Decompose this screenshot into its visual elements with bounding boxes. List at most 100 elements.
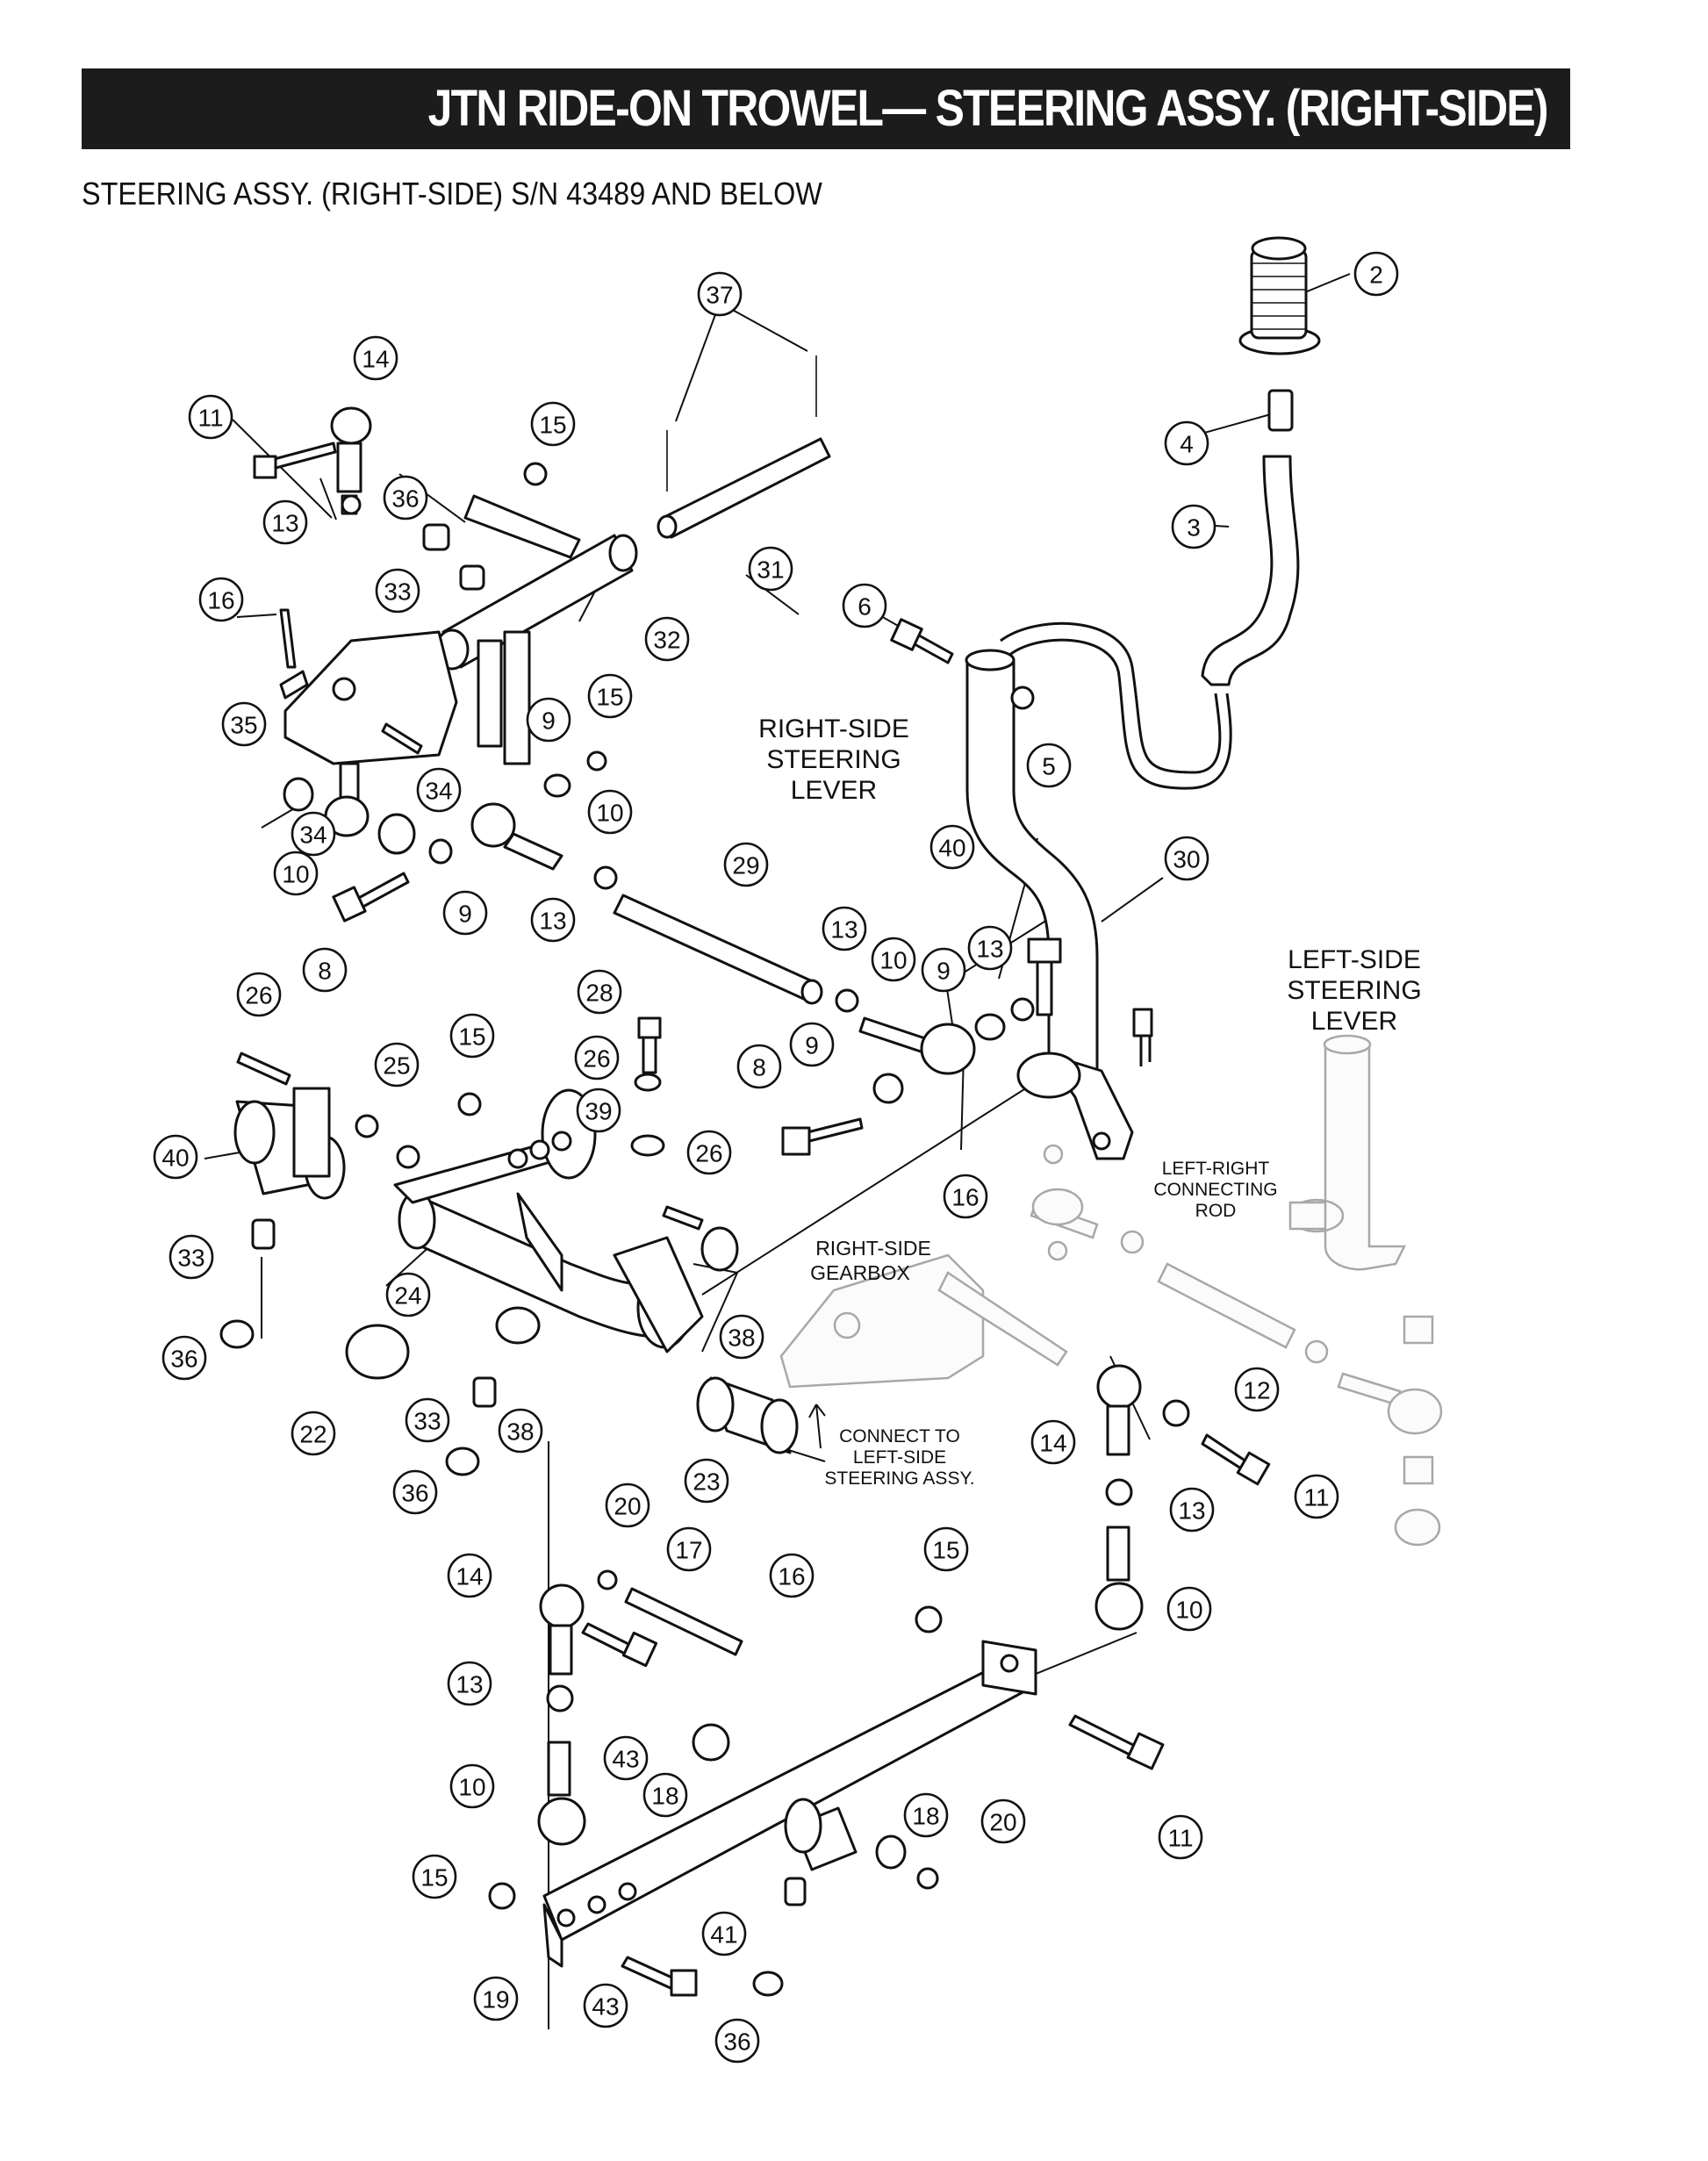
nut-15b (586, 750, 607, 772)
rod-end-10-right (858, 1016, 976, 1075)
bushing-18b (692, 1723, 730, 1762)
nut-15 (523, 462, 548, 486)
bolt-8-right (781, 1117, 864, 1156)
nut-13d (1105, 1478, 1133, 1506)
callout-label: 15 (420, 1864, 448, 1892)
washer-39 (630, 1134, 665, 1157)
callout-38: 38 (498, 1408, 543, 1454)
label-connecting-rod-2: CONNECTING (1153, 1180, 1277, 1200)
callout-15: 15 (449, 1013, 495, 1059)
callout-16: 16 (943, 1174, 988, 1219)
callout-label: 29 (732, 852, 759, 879)
rod-end-10-left (324, 762, 370, 837)
fitting-33b (251, 1218, 276, 1250)
callout-label: 40 (938, 835, 965, 862)
callout-40: 40 (153, 1134, 198, 1180)
bolt-43b (621, 1956, 698, 1997)
callout-label: 19 (482, 1986, 509, 2014)
callout-8: 8 (302, 947, 348, 993)
callout-label: 16 (951, 1184, 979, 1211)
callout-11: 11 (188, 394, 233, 440)
callout-11: 11 (1294, 1474, 1339, 1519)
callout-label: 9 (937, 958, 951, 985)
nut-25 (355, 1114, 379, 1138)
callout-13: 13 (822, 906, 867, 951)
pin-16 (279, 608, 297, 669)
bushing-18 (784, 1798, 858, 1871)
fitting-33 (459, 564, 485, 591)
pin-35 (381, 722, 423, 755)
diagram-artwork (204, 236, 1443, 2029)
callout-label: 9 (458, 901, 472, 928)
page-title: JTN RIDE-ON TROWEL— STEERING ASSY. (RIGH… (427, 80, 1549, 137)
shaft-32 (434, 494, 638, 765)
nut-25b (396, 1145, 420, 1169)
callout-13: 13 (530, 897, 576, 943)
callout-22: 22 (291, 1411, 336, 1456)
callout-label: 37 (706, 282, 733, 309)
nut-13c (1010, 997, 1035, 1022)
label-right-lever-3: LEVER (791, 776, 877, 805)
rod-end-14-upper (330, 406, 372, 515)
callout-28: 28 (577, 969, 622, 1015)
nut-15d (488, 1882, 516, 1910)
nut-15e (915, 1605, 943, 1633)
callout-label: 14 (456, 1563, 483, 1590)
callout-10: 10 (273, 851, 319, 896)
bushing-23 (696, 1376, 799, 1454)
callout-8: 8 (736, 1044, 782, 1089)
callout-36: 36 (161, 1335, 207, 1381)
callout-35: 35 (221, 701, 267, 747)
bolt-26-left (236, 1052, 291, 1086)
callout-36: 36 (392, 1469, 438, 1515)
bolt-11-lower (1068, 1714, 1165, 1770)
callout-31: 31 (748, 546, 793, 592)
callout-9: 9 (526, 697, 571, 743)
label-connecting-rod-3: ROD (1195, 1201, 1237, 1221)
callout-16: 16 (769, 1553, 815, 1598)
callout-label: 3 (1187, 514, 1201, 542)
bolt-26-right (662, 1205, 704, 1231)
spacer-9b (543, 773, 571, 798)
bolt-26-mid (637, 1016, 662, 1074)
rod-29 (613, 894, 823, 1005)
label-left-lever-3: LEVER (1311, 1007, 1397, 1036)
callout-41: 41 (701, 1911, 747, 1956)
nut-13e (546, 1684, 574, 1712)
callout-label: 11 (197, 405, 223, 432)
callout-4: 4 (1164, 420, 1209, 466)
cap-36c (752, 1971, 784, 1997)
callout-label: 10 (282, 861, 309, 888)
spacer-9c (974, 1013, 1006, 1041)
callout-13: 13 (447, 1661, 492, 1706)
callout-33: 33 (405, 1397, 450, 1443)
washer-22 (345, 1324, 410, 1380)
callout-label: 20 (989, 1809, 1016, 1836)
callout-32: 32 (644, 616, 690, 662)
callout-label: 10 (596, 800, 623, 827)
washer-12 (1162, 1399, 1190, 1427)
callout-label: 10 (879, 947, 907, 974)
bolt-11-upper (253, 442, 337, 479)
nut-13 (593, 865, 618, 890)
arm-19 (542, 1640, 1037, 1968)
callout-10: 10 (449, 1763, 495, 1809)
rod-end-10-lower (1094, 1526, 1144, 1631)
washer-20b (597, 1569, 618, 1590)
callout-label: 13 (976, 936, 1003, 963)
callout-38: 38 (719, 1314, 764, 1360)
label-left-lever: LEFT-SIDE (1288, 945, 1421, 974)
callout-label: 6 (858, 593, 872, 621)
callout-label: 33 (413, 1408, 441, 1435)
callout-label: 13 (830, 916, 858, 944)
callout-30: 30 (1164, 836, 1209, 881)
callout-label: 26 (583, 1045, 610, 1073)
callout-label: 30 (1173, 846, 1200, 873)
callout-11: 11 (1158, 1814, 1203, 1860)
bushing-34 (283, 777, 314, 812)
label-connecting-rod: LEFT-RIGHT (1162, 1159, 1270, 1179)
callout-label: 36 (723, 2028, 750, 2056)
callout-label: 8 (752, 1054, 766, 1081)
bolt-8-upper (332, 872, 410, 923)
callout-33: 33 (375, 568, 420, 614)
